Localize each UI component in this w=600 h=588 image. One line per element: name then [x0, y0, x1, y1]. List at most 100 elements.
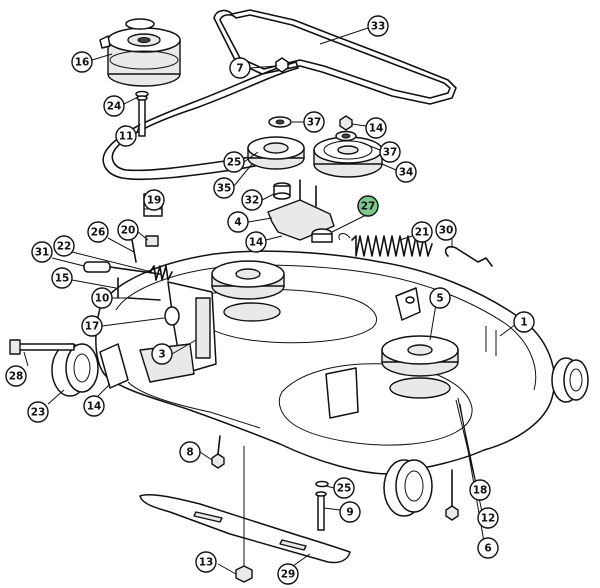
- callout-number: 37: [383, 147, 398, 159]
- callout-number: 23: [31, 407, 46, 419]
- callout-17: 17: [81, 315, 103, 337]
- callout-26: 26: [87, 221, 109, 243]
- callout-number: 15: [55, 273, 70, 285]
- callout-28: 28: [5, 365, 27, 387]
- callout-number: 5: [436, 293, 443, 305]
- callout-circle: [339, 501, 361, 523]
- callout-number: 9: [346, 507, 353, 519]
- callout-number: 17: [85, 321, 100, 333]
- callout-number: 1: [520, 317, 527, 329]
- callout-number: 3: [158, 349, 165, 361]
- callout-circle: [277, 563, 299, 585]
- front-bracket-14: [99, 343, 129, 389]
- idler-pulley-left: [247, 136, 305, 170]
- callout-23: 23: [27, 401, 49, 423]
- callout-27: 27: [357, 195, 379, 217]
- callout-number: 31: [35, 247, 50, 259]
- callout-circle: [367, 15, 389, 37]
- callout-number: 25: [337, 483, 352, 495]
- callout-circle: [213, 177, 235, 199]
- deck-wheel-rear-right: [383, 459, 433, 517]
- callout-16: 16: [71, 51, 93, 73]
- callout-25: 25: [223, 151, 245, 173]
- callout-8: 8: [179, 441, 201, 463]
- callout-circle: [477, 507, 499, 529]
- callout-number: 24: [107, 101, 122, 113]
- callout-22: 22: [53, 235, 75, 257]
- callout-circle: [435, 219, 457, 241]
- callout-7: 7: [229, 57, 251, 79]
- callout-number: 29: [281, 569, 296, 581]
- callout-37: 37: [379, 141, 401, 163]
- callout-circle: [229, 57, 251, 79]
- callout-circle: [51, 267, 73, 289]
- bearing-37-right: [335, 130, 357, 142]
- callout-34: 34: [395, 161, 417, 183]
- spindle-bolt-9: [315, 491, 327, 531]
- callout-18: 18: [469, 479, 491, 501]
- callout-12: 12: [477, 507, 499, 529]
- callout-circle: [227, 211, 249, 233]
- cable-31: [83, 261, 161, 275]
- callout-circle: [27, 401, 49, 423]
- electric-clutch: [99, 18, 181, 87]
- callout-circle: [87, 221, 109, 243]
- callout-number: 14: [87, 401, 102, 413]
- idler-pulley-right: [313, 136, 383, 178]
- spindle-pulley-left: [211, 260, 285, 322]
- callout-number: 21: [415, 227, 430, 239]
- callout-number: 33: [371, 21, 386, 33]
- callout-circle: [179, 441, 201, 463]
- callout-number: 37: [307, 117, 322, 129]
- spacer-32: [273, 182, 291, 200]
- callout-number: 27: [361, 201, 376, 213]
- callout-number: 13: [199, 557, 214, 569]
- callout-number: 35: [217, 183, 232, 195]
- callout-circle: [115, 125, 137, 147]
- callout-number: 25: [227, 157, 242, 169]
- deck-bracket-5: [395, 287, 421, 321]
- callout-19: 19: [143, 189, 165, 211]
- callout-31: 31: [31, 241, 53, 263]
- callout-37: 37: [303, 111, 325, 133]
- bushing-17: [164, 306, 180, 326]
- callout-number: 28: [9, 371, 24, 383]
- callout-number: 6: [484, 543, 491, 555]
- callout-circle: [103, 95, 125, 117]
- callout-circle: [83, 395, 105, 417]
- callout-1: 1: [513, 311, 535, 333]
- bearing-37-left: [268, 116, 292, 128]
- idler-arm-bracket: [267, 179, 335, 243]
- callout-4: 4: [227, 211, 249, 233]
- callout-circle: [117, 219, 139, 241]
- callout-number: 11: [119, 131, 134, 143]
- callout-15: 15: [51, 267, 73, 289]
- callout-circle: [151, 343, 173, 365]
- mounting-bolt-8: [211, 435, 225, 469]
- callout-20: 20: [117, 219, 139, 241]
- pin-26: [131, 239, 137, 263]
- washer-25-lower: [315, 480, 329, 488]
- callout-number: 20: [121, 225, 136, 237]
- mower-blade: [139, 493, 351, 564]
- spindle-pulley-right: [381, 335, 459, 399]
- callout-number: 32: [245, 195, 260, 207]
- extension-spring-21: [338, 233, 433, 257]
- callout-circle: [91, 287, 113, 309]
- callout-number: 14: [369, 123, 384, 135]
- bolt-6-and-12: [445, 469, 459, 521]
- clutch-bolt: [136, 95, 148, 137]
- callout-29: 29: [277, 563, 299, 585]
- callout-circle: [357, 195, 379, 217]
- callout-14: 14: [245, 231, 267, 253]
- nut-14-top: [339, 115, 353, 131]
- callout-number: 4: [234, 217, 241, 229]
- callout-circle: [5, 365, 27, 387]
- callout-number: 7: [236, 63, 243, 75]
- callout-14: 14: [83, 395, 105, 417]
- callout-circle: [81, 315, 103, 337]
- fitting-20: [145, 235, 159, 247]
